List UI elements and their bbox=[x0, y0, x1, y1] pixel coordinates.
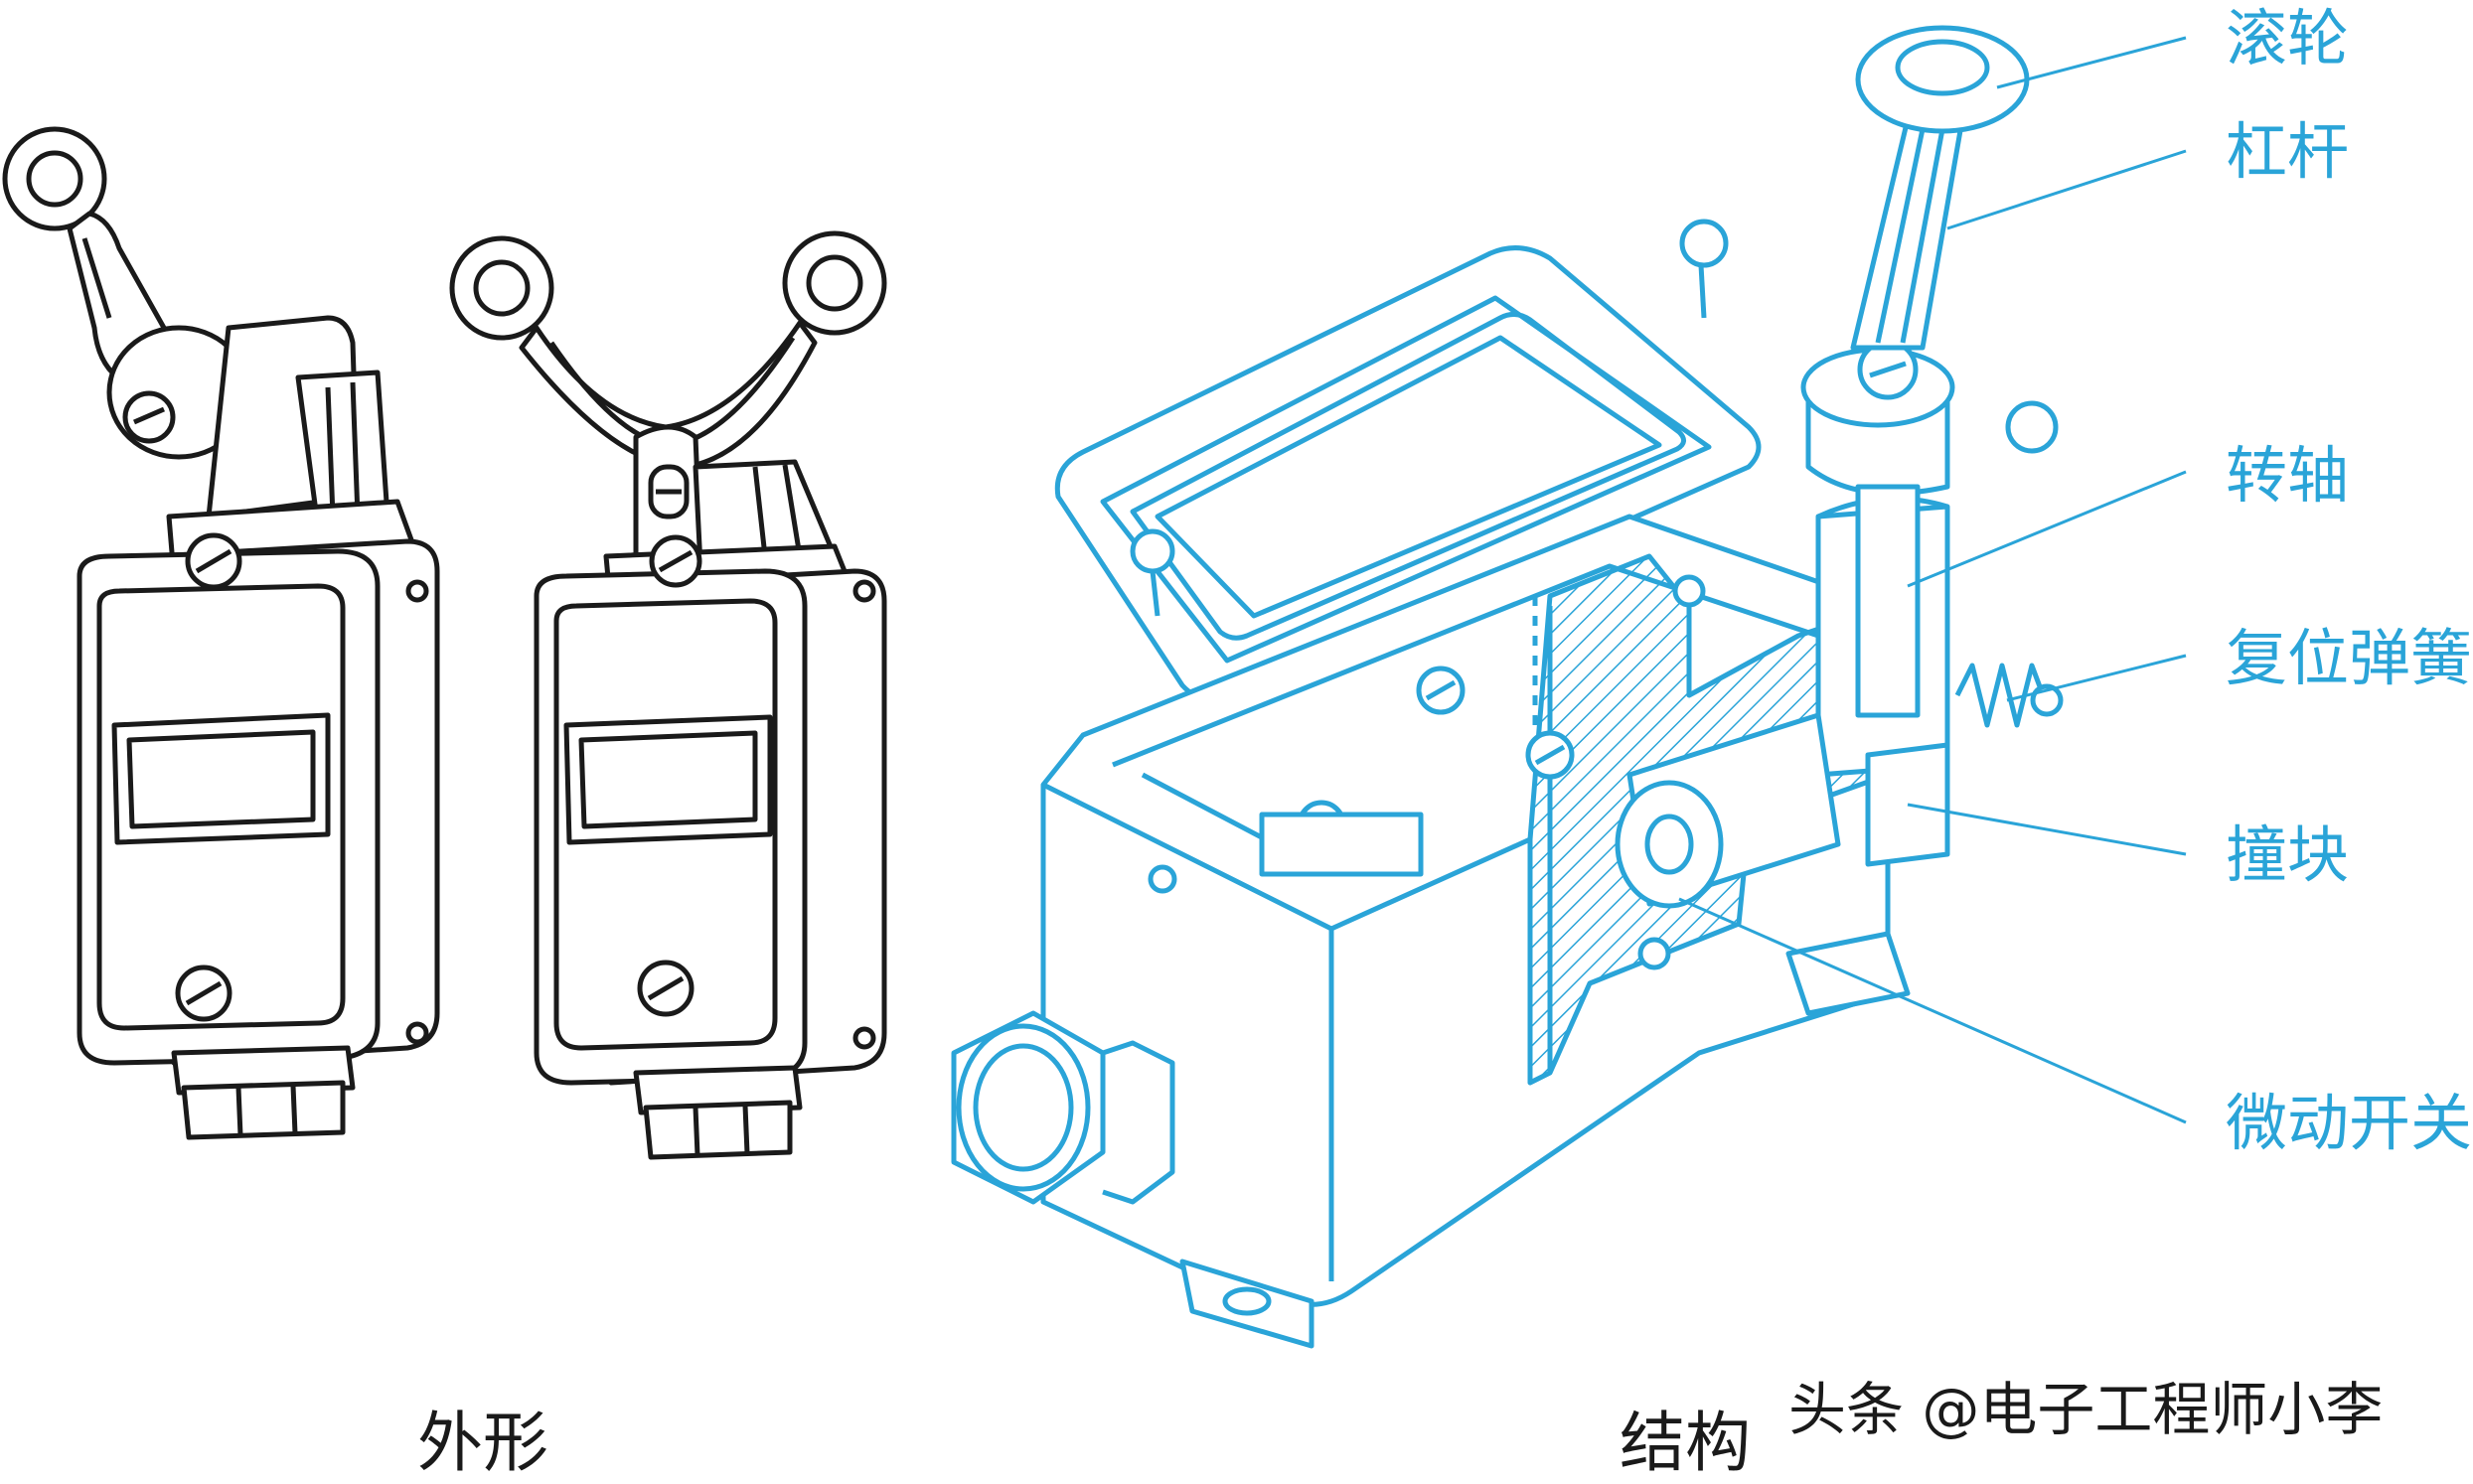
caption-appearance: 外形 bbox=[417, 1405, 548, 1481]
label-striker: 撞块 bbox=[2226, 818, 2350, 891]
switch-appearance-fork-arm bbox=[449, 230, 887, 1160]
leader-micro-switch bbox=[1678, 897, 2187, 1124]
label-micro-switch: 微动开关 bbox=[2226, 1087, 2473, 1159]
label-return-spring: 复位弹簧 bbox=[2226, 622, 2473, 694]
switch-appearance-single-arm bbox=[2, 126, 440, 1140]
leader-lever bbox=[1946, 149, 2187, 230]
leader-roller bbox=[1996, 36, 2187, 89]
label-roller: 滚轮 bbox=[2226, 2, 2350, 74]
label-shaft: 转轴 bbox=[2226, 439, 2350, 512]
caption-structure: 结构 bbox=[1620, 1405, 1751, 1481]
leader-return-spring bbox=[2006, 654, 2187, 702]
watermark-text: 头条 @电子工程师小李 bbox=[1788, 1376, 2384, 1443]
switch-structure-cutaway bbox=[951, 25, 2064, 1349]
leader-striker bbox=[1907, 803, 2187, 856]
label-leader-lines bbox=[1678, 36, 2187, 1124]
label-lever: 杠杆 bbox=[2226, 115, 2350, 188]
leader-shaft bbox=[1907, 470, 2187, 588]
